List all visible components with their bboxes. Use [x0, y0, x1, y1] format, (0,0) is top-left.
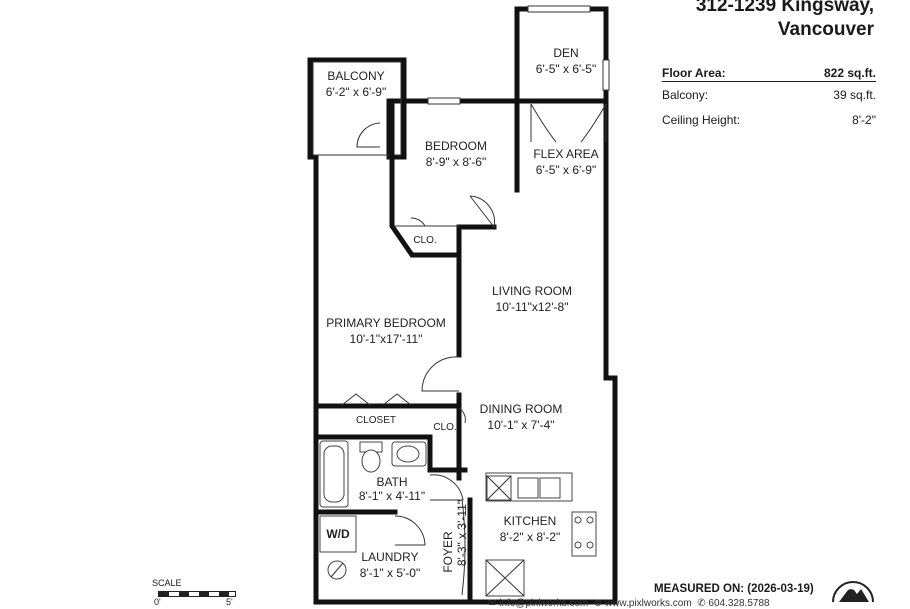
laundry-dims: 8'-1" x 5'-0"	[360, 566, 420, 580]
primary-name: PRIMARY BEDROOM	[326, 316, 446, 330]
balcony-outline	[312, 61, 402, 156]
kitchen-name: KITCHEN	[504, 514, 557, 528]
burner	[574, 541, 582, 549]
contact-web[interactable]: www.pixlworks.com	[604, 598, 692, 609]
closet-door	[410, 217, 426, 227]
balcony-area-row: Balcony: 39 sq.ft.	[662, 82, 876, 107]
kitchen-dims: 8'-2" x 8'-2"	[500, 530, 560, 544]
scale-segment	[199, 592, 209, 596]
window	[602, 59, 610, 91]
window	[427, 97, 461, 105]
scale-bar-graphic	[158, 591, 236, 597]
flex-name: FLEX AREA	[533, 147, 598, 161]
ceiling-height-label: Ceiling Height:	[662, 112, 741, 127]
floor-area-row: Floor Area: 822 sq.ft.	[662, 64, 876, 82]
balcony-dims: 6'-2" x 6'-9"	[326, 85, 386, 99]
den-french-doors	[530, 103, 607, 143]
bedroom-wall	[389, 98, 520, 258]
toilet-bowl	[361, 449, 381, 473]
bedroom-name: BEDROOM	[425, 139, 487, 153]
ceiling-height-value: 8'-2"	[852, 112, 876, 127]
scale-five: 5'	[226, 597, 233, 607]
water-heater-line	[330, 562, 344, 578]
bathtub-inner	[323, 445, 345, 503]
burner	[574, 516, 582, 524]
contact-phone[interactable]: 604.328.5788	[708, 598, 770, 609]
phone-icon: ✆	[697, 598, 706, 609]
bedroom-dims: 8'-9" x 8'-6"	[426, 155, 486, 169]
foyer-name: FOYER	[441, 531, 455, 573]
dining-dims: 10'-1" x 7'-4"	[487, 418, 554, 432]
flex-dims: 6'-5" x 6'-9"	[536, 163, 596, 177]
mountain-logo-icon	[832, 581, 874, 603]
washer-dryer-label: W/D	[326, 527, 350, 541]
exterior-wall	[307, 6, 618, 605]
balcony-door	[356, 122, 381, 148]
closet-bifold	[341, 393, 412, 406]
floor-area-label: Floor Area:	[662, 65, 726, 80]
balcony-area-value: 39 sq.ft.	[833, 87, 876, 102]
hall-closet-name: CLO.	[433, 422, 456, 433]
living-name: LIVING ROOM	[492, 284, 572, 298]
scale-segment	[159, 592, 169, 596]
laundry-name: LAUNDRY	[361, 550, 418, 564]
scale-bar: SCALE 0' 5'	[152, 578, 236, 607]
contact-email[interactable]: info@pixlworks.com	[499, 598, 589, 609]
balcony-area-label: Balcony:	[662, 87, 709, 102]
measured-on: MEASURED ON: (2026-03-19)	[654, 583, 814, 595]
entry-door	[461, 499, 466, 596]
balcony-name: BALCONY	[327, 69, 384, 83]
primary-dims: 10'-1"x17'-11"	[350, 332, 423, 346]
floor-area-value: 822 sq.ft.	[823, 65, 876, 80]
closet-name: CLOSET	[356, 415, 396, 426]
foyer-dims: 8'-3" x 3'-11"	[455, 500, 469, 566]
window	[527, 5, 591, 13]
bedroom-door	[469, 195, 495, 229]
bedroom-closet-name: CLO.	[413, 235, 436, 246]
scale-segment	[179, 592, 189, 596]
mail-icon: ✉	[488, 598, 497, 609]
contact-line: ✉ info@pixlworks.com ⊕ www.pixlworks.com…	[488, 598, 770, 609]
bath-dims: 8'-1" x 4'-11"	[359, 489, 425, 503]
fridge-x	[485, 559, 525, 597]
globe-icon: ⊕	[593, 598, 603, 609]
dishwasher-x	[486, 475, 512, 501]
laundry-door	[394, 515, 426, 546]
property-info: Floor Area: 822 sq.ft. Balcony: 39 sq.ft…	[662, 64, 876, 132]
bath-name: BATH	[376, 475, 407, 489]
burner	[586, 516, 594, 524]
washer-dryer	[319, 515, 357, 553]
living-dims: 10'-11"x12'-8"	[496, 300, 569, 314]
den-dims: 6'-5" x 6'-5"	[536, 62, 596, 76]
address-line-1: 312-1239 Kingsway,	[695, 0, 874, 16]
clo-door	[458, 407, 466, 424]
sink-right	[539, 477, 561, 499]
scale-label: SCALE	[152, 578, 182, 588]
sink-left	[517, 477, 539, 499]
den-name: DEN	[553, 46, 578, 60]
scale-zero: 0'	[154, 597, 161, 607]
burner	[586, 541, 594, 549]
address-title: 312-1239 Kingsway, Vancouver	[696, 0, 874, 42]
sink-basin	[396, 445, 420, 463]
bath-door	[429, 474, 464, 501]
scale-segment	[219, 592, 229, 596]
primary-door	[421, 356, 460, 392]
dining-name: DINING ROOM	[480, 402, 563, 416]
address-line-2: Vancouver	[777, 19, 874, 40]
ceiling-height-row: Ceiling Height: 8'-2"	[662, 107, 876, 132]
